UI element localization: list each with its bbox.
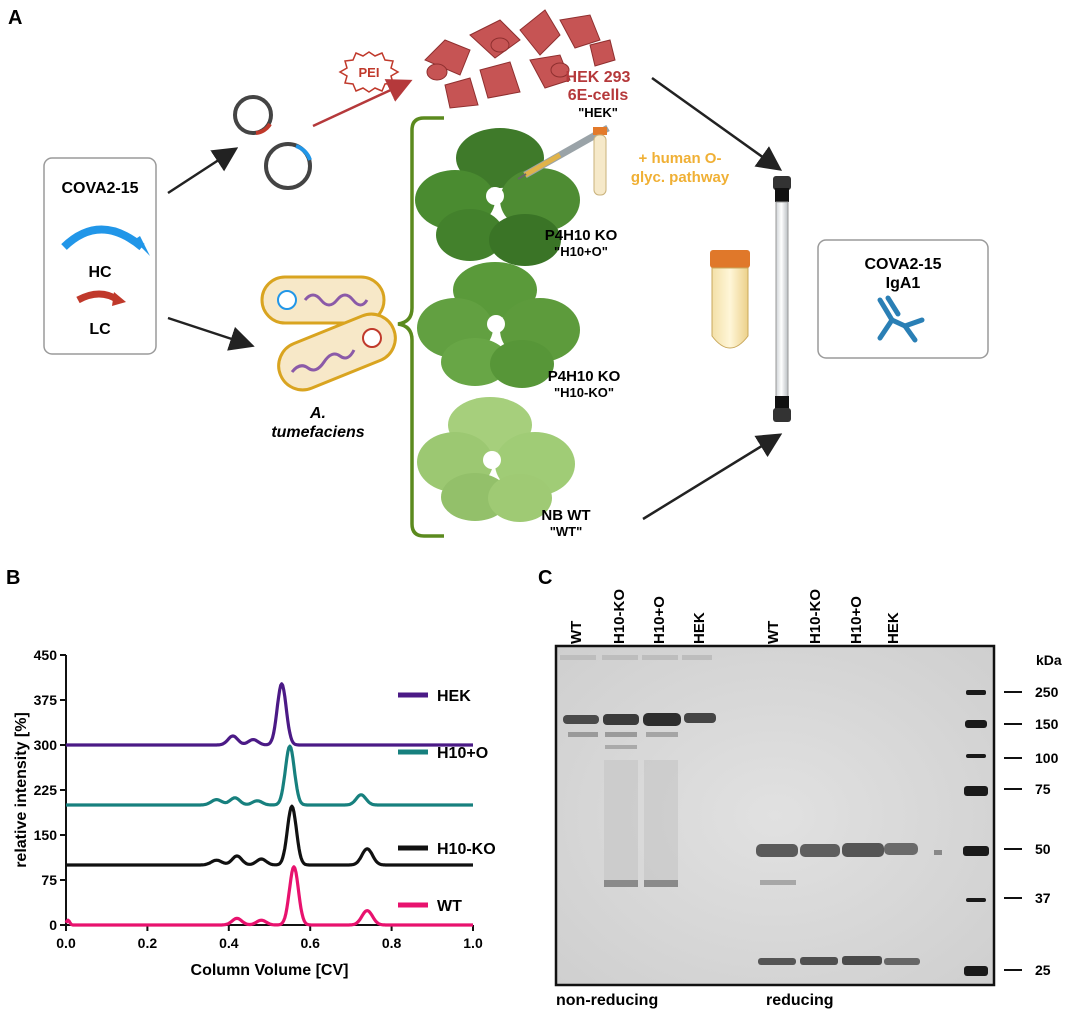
bottom-label-reducing: reducing xyxy=(766,992,834,1009)
agro-label-line2: tumefaciens xyxy=(271,424,364,441)
hek-label-line2: 6E-cells xyxy=(568,87,629,104)
x-axis-label: Column Volume [CV] xyxy=(191,962,349,979)
construct-box: COVA2-15 HC LC xyxy=(43,157,157,355)
agrobacterium-icon xyxy=(260,275,397,392)
kda-label: kDa xyxy=(1036,652,1062,668)
series-line-h10+o xyxy=(65,744,474,807)
vial-icon xyxy=(593,127,607,196)
marker-label: 25 xyxy=(1035,962,1051,978)
arrow-wt-to-column xyxy=(642,433,783,521)
antibody-icon xyxy=(877,295,925,343)
lane-label-nonreducing: H10+O xyxy=(651,596,668,644)
plant2-name: P4H10 KO xyxy=(548,368,621,385)
plant-bracket xyxy=(397,116,444,538)
product-box: COVA2-15 IgA1 xyxy=(817,239,989,359)
marker-label: 150 xyxy=(1035,716,1059,732)
y-tick-label: 75 xyxy=(41,872,57,888)
human-pathway-line2: glyc. pathway xyxy=(631,169,730,186)
arrow-to-plasmids xyxy=(167,147,239,195)
lane-label-nonreducing: WT xyxy=(568,621,585,644)
human-pathway-line1: + human O- xyxy=(639,150,722,167)
marker-label: 50 xyxy=(1035,841,1051,857)
nonreducing-bands xyxy=(563,713,716,887)
legend-label-hek: HEK xyxy=(437,688,471,705)
x-tick-label: 0.6 xyxy=(300,935,320,951)
legend-label-wt: WT xyxy=(437,898,462,915)
lane-label-reducing: H10-KO xyxy=(807,589,824,644)
series-line-wt xyxy=(64,865,474,927)
y-tick-label: 450 xyxy=(34,647,58,663)
svg-text:PEI: PEI xyxy=(359,65,380,80)
series-line-hek xyxy=(65,682,474,747)
x-tick-label: 0.2 xyxy=(138,935,158,951)
lane-label-reducing: WT xyxy=(765,621,782,644)
lc-label: LC xyxy=(89,321,111,338)
bottom-label-nonreducing: non-reducing xyxy=(556,992,658,1009)
x-tick-label: 0.0 xyxy=(56,935,76,951)
agro-label-line1: A. xyxy=(309,405,326,422)
y-tick-label: 375 xyxy=(34,692,58,708)
plasmid-icon xyxy=(233,95,312,190)
marker-label: 100 xyxy=(1035,750,1059,766)
panel-a-label: A xyxy=(8,7,22,29)
lane-label-nonreducing: HEK xyxy=(691,612,708,644)
y-tick-label: 150 xyxy=(34,827,58,843)
x-tick-label: 1.0 xyxy=(463,935,483,951)
pei-badge: PEI xyxy=(338,51,400,93)
product-line2: IgA1 xyxy=(886,275,921,292)
x-tick-label: 0.8 xyxy=(382,935,402,951)
chromatography-column-icon xyxy=(773,176,791,422)
hek-label-line1: HEK 293 xyxy=(566,69,631,86)
panel-c-label: C xyxy=(538,567,552,589)
series-line-h10-ko xyxy=(65,804,474,867)
falcon-tube-icon xyxy=(710,250,750,349)
lane-label-nonreducing: H10-KO xyxy=(611,589,628,644)
hek-label-line3: "HEK" xyxy=(578,105,618,120)
marker-label: 37 xyxy=(1035,890,1051,906)
arrow-to-agro xyxy=(167,316,255,351)
product-line1: COVA2-15 xyxy=(864,256,941,273)
arrow-to-hek xyxy=(312,79,413,128)
y-tick-label: 225 xyxy=(34,782,58,798)
reducing-bands xyxy=(756,843,920,965)
plant3-tag: "WT" xyxy=(550,524,583,539)
x-tick-label: 0.4 xyxy=(219,935,239,951)
arrow-hek-to-column xyxy=(651,76,783,171)
gel-labels: WT H10-KO H10+O HEK WT H10-KO H10+O HEK kDa 250 15… xyxy=(556,589,1062,1009)
plant-h10ko-icon xyxy=(417,262,580,388)
plant-wt-icon xyxy=(417,397,575,522)
sds-page-gel xyxy=(554,644,996,987)
hc-arrow-icon xyxy=(61,225,145,251)
legend-label-h10-ko: H10-KO xyxy=(437,841,496,858)
legend-label-h10+o: H10+O xyxy=(437,745,488,762)
y-tick-label: 300 xyxy=(34,737,58,753)
marker-label: 75 xyxy=(1035,781,1051,797)
chromatogram-chart: 0 75 150 225 300 375 450 0.0 0.2 0.4 0.6 0.8 1.0Colu… xyxy=(13,647,496,979)
y-tick-label: 0 xyxy=(49,917,57,933)
construct-title: COVA2-15 xyxy=(61,180,138,197)
lane-label-reducing: HEK xyxy=(885,612,902,644)
plant1-tag: "H10+O" xyxy=(554,244,608,259)
y-axis-label: relative intensity [%] xyxy=(13,712,30,868)
panel-b-label: B xyxy=(6,567,20,589)
plant-h10o-icon xyxy=(415,128,580,266)
marker-label: 250 xyxy=(1035,684,1059,700)
syringe-icon xyxy=(517,124,610,180)
plant2-tag: "H10-KO" xyxy=(554,385,614,400)
protein-ladder xyxy=(934,690,989,976)
hek-cells-icon xyxy=(424,9,616,109)
plant3-name: NB WT xyxy=(541,507,590,524)
plant1-name: P4H10 KO xyxy=(545,227,618,244)
hc-label: HC xyxy=(88,264,112,281)
lane-label-reducing: H10+O xyxy=(848,596,865,644)
